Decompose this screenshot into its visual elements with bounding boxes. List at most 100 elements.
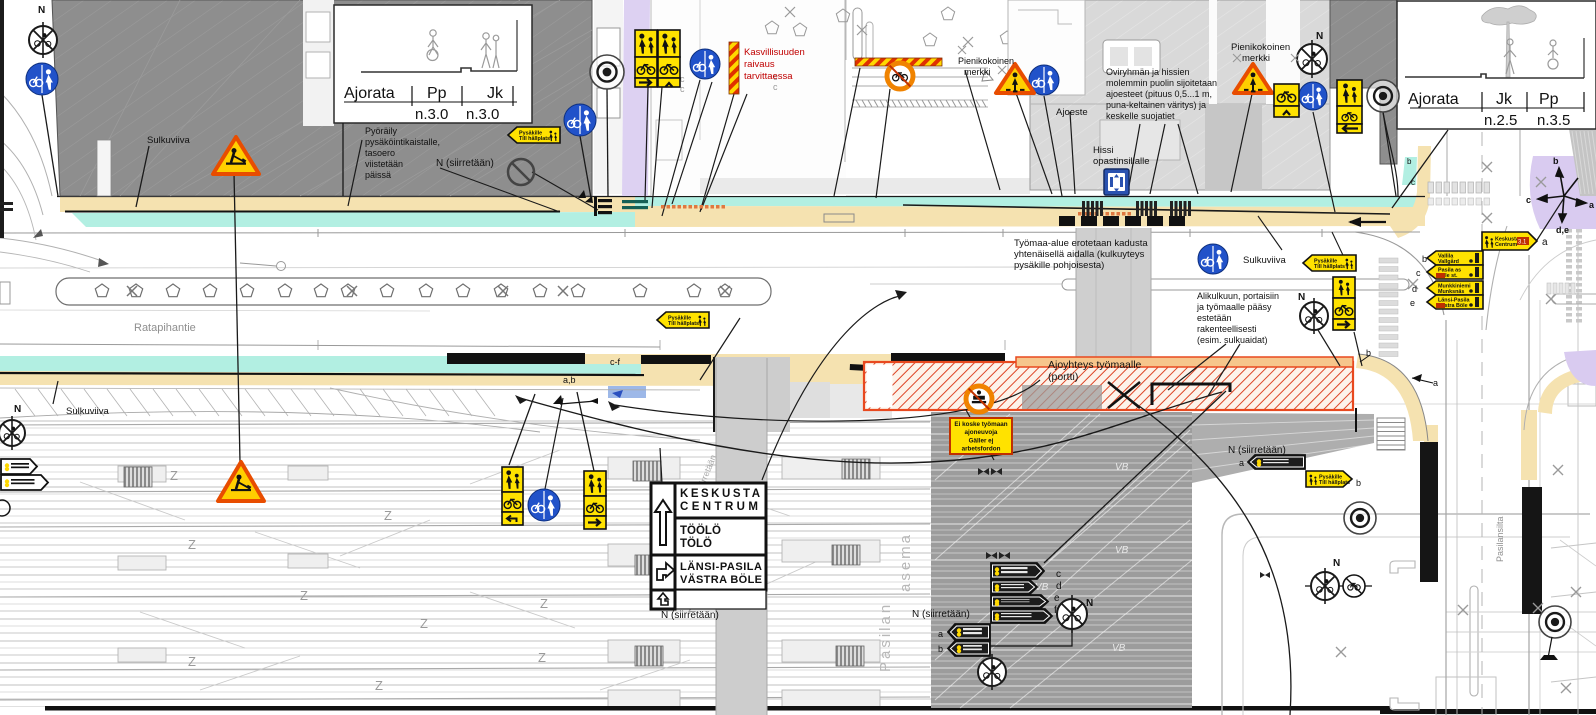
svg-text:Z: Z (538, 650, 546, 665)
svg-text:TÖÖLÖ: TÖÖLÖ (680, 524, 721, 537)
svg-text:molemmin puolin sijoitetaan: molemmin puolin sijoitetaan (1106, 78, 1217, 88)
svg-text:Pyöräily: Pyöräily (365, 126, 398, 136)
svg-text:raivaus: raivaus (744, 59, 775, 70)
svg-text:d,e: d,e (1556, 225, 1569, 235)
svg-text:c: c (1526, 195, 1531, 205)
svg-text:Hissi: Hissi (1093, 145, 1114, 156)
svg-text:tasoero: tasoero (365, 148, 395, 158)
svg-text:e: e (1410, 298, 1415, 308)
svg-text:N: N (1298, 292, 1305, 303)
svg-text:Vallgård: Vallgård (1438, 258, 1459, 265)
svg-text:Munksnäs: Munksnäs (1438, 289, 1464, 295)
svg-text:Munkkiniemi: Munkkiniemi (1438, 283, 1471, 289)
svg-text:Sulkuviiva: Sulkuviiva (1243, 255, 1286, 266)
svg-text:Z: Z (188, 537, 196, 552)
svg-text:Ratapihantie: Ratapihantie (134, 322, 196, 334)
svg-text:c: c (680, 84, 685, 94)
svg-text:N: N (38, 5, 45, 16)
svg-text:ja työmaalle pääsy: ja työmaalle pääsy (1196, 302, 1272, 312)
svg-text:N (siirretään): N (siirretään) (912, 609, 970, 620)
svg-text:Centrum: Centrum (1495, 242, 1517, 248)
svg-text:Z: Z (375, 678, 383, 693)
svg-text:asema: asema (897, 532, 914, 592)
svg-text:a: a (1239, 458, 1244, 468)
svg-text:Gäller ej: Gäller ej (969, 437, 994, 444)
svg-text:Till hållplats: Till hållplats (1314, 263, 1345, 270)
svg-text:puna-keltainen väritys) ja: puna-keltainen väritys) ja (1106, 100, 1206, 110)
svg-text:Länsi-Pasila: Länsi-Pasila (1438, 297, 1470, 303)
svg-text:N (siirretään): N (siirretään) (436, 158, 494, 169)
svg-text:a: a (1589, 200, 1595, 210)
svg-text:a: a (1542, 237, 1548, 248)
svg-text:b: b (1422, 254, 1427, 264)
svg-text:c: c (1056, 569, 1061, 580)
svg-text:Pienikokoinen: Pienikokoinen (958, 56, 1014, 66)
svg-text:d: d (1412, 284, 1417, 294)
svg-text:Pasilansilta: Pasilansilta (1495, 516, 1505, 562)
svg-text:c: c (1411, 178, 1415, 187)
svg-text:Z: Z (420, 616, 428, 631)
svg-text:c: c (773, 82, 778, 92)
svg-text:Z: Z (540, 596, 548, 611)
svg-text:a: a (938, 629, 943, 639)
svg-text:Keskusta: Keskusta (1495, 236, 1520, 242)
svg-text:Työmaa-alue erotetaan kadusta: Työmaa-alue erotetaan kadusta (1014, 238, 1148, 249)
svg-text:keskelle suojatiet: keskelle suojatiet (1106, 111, 1175, 121)
svg-text:Ajorata: Ajorata (1408, 91, 1459, 108)
svg-text:c: c (773, 72, 778, 82)
svg-text:c: c (680, 74, 685, 84)
svg-text:Vallila: Vallila (1438, 253, 1454, 259)
svg-text:b: b (1366, 348, 1371, 358)
svg-text:päissä: päissä (365, 170, 391, 180)
svg-text:b: b (1407, 157, 1412, 166)
svg-text:Böle st.: Böle st. (1438, 273, 1458, 279)
svg-text:Pp: Pp (427, 85, 447, 102)
svg-text:b: b (1553, 156, 1559, 166)
svg-text:VB: VB (1035, 582, 1049, 593)
svg-text:Pienikokoinen: Pienikokoinen (1231, 42, 1290, 53)
svg-text:n.2.5: n.2.5 (1484, 112, 1517, 129)
svg-text:e: e (1054, 593, 1060, 604)
svg-text:n.3.0: n.3.0 (415, 106, 448, 123)
svg-text:yhtenäisellä aidalla (kulkuyte: yhtenäisellä aidalla (kulkuyteys (1014, 249, 1145, 260)
svg-text:a,b: a,b (563, 375, 576, 385)
svg-text:N: N (1086, 598, 1093, 609)
svg-text:estetään: estetään (1197, 313, 1232, 323)
svg-text:Sulkuviiva: Sulkuviiva (66, 406, 109, 417)
svg-text:Ajorata: Ajorata (344, 85, 395, 102)
svg-text:pysäkille pohjoisesta): pysäkille pohjoisesta) (1014, 260, 1104, 271)
svg-text:n.3.5: n.3.5 (1537, 112, 1570, 129)
svg-text:N: N (1333, 558, 1340, 569)
svg-text:Västra Böle: Västra Böle (1438, 303, 1468, 309)
svg-text:Ajoeste: Ajoeste (1056, 107, 1088, 118)
svg-text:opastinsillalle: opastinsillalle (1093, 156, 1150, 167)
svg-text:Ei koske työmaan: Ei koske työmaan (954, 421, 1007, 428)
svg-text:Pasila as: Pasila as (1438, 267, 1461, 273)
svg-text:Kasvillisuuden: Kasvillisuuden (744, 47, 805, 58)
svg-text:VB: VB (1112, 643, 1126, 654)
svg-text:Till hållplats: Till hållplats (519, 135, 550, 142)
svg-text:Z: Z (170, 468, 178, 483)
svg-text:VÄSTRA BÖLE: VÄSTRA BÖLE (680, 573, 762, 586)
svg-text:ajoesteet (pituus 0,5...1 m,: ajoesteet (pituus 0,5...1 m, (1106, 89, 1212, 99)
svg-text:Jk: Jk (1496, 91, 1513, 108)
svg-text:N: N (1316, 31, 1323, 42)
svg-text:f: f (1054, 605, 1057, 616)
svg-text:Till hållplats: Till hållplats (1319, 479, 1350, 486)
svg-text:n.3.0: n.3.0 (466, 106, 499, 123)
svg-text:Pasilan: Pasilan (877, 602, 894, 672)
svg-text:Pp: Pp (1539, 91, 1559, 108)
svg-text:TÖLÖ: TÖLÖ (680, 537, 712, 550)
svg-text:3.1: 3.1 (1518, 240, 1527, 246)
svg-text:tarvittaessa: tarvittaessa (744, 71, 793, 82)
svg-text:Jk: Jk (487, 85, 504, 102)
svg-text:Till hållplats: Till hållplats (668, 320, 699, 327)
svg-text:(portti): (portti) (1048, 371, 1078, 383)
svg-text:LÄNSI-PASILA: LÄNSI-PASILA (680, 560, 762, 573)
svg-text:merkki: merkki (1242, 53, 1270, 64)
svg-text:rakenteellisesti: rakenteellisesti (1197, 324, 1257, 334)
svg-text:b: b (938, 644, 943, 654)
svg-text:Ajoyhteys työmaalle: Ajoyhteys työmaalle (1048, 359, 1142, 371)
svg-text:pysäköintikaistalle,: pysäköintikaistalle, (365, 137, 440, 147)
svg-text:Pysäkille: Pysäkille (1319, 474, 1342, 480)
